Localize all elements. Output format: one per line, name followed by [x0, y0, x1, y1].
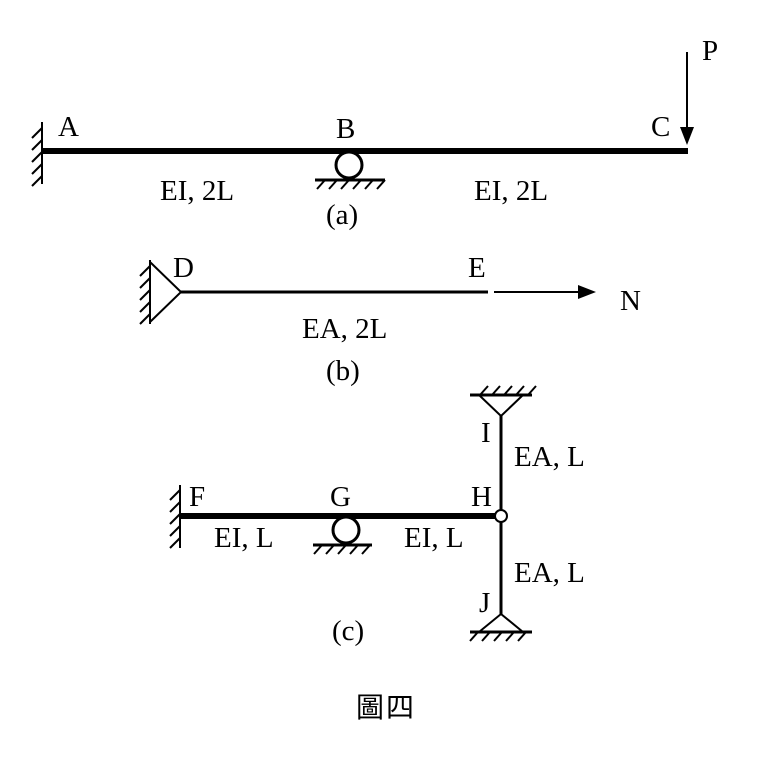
pin-support-icon-j [469, 612, 532, 642]
figure-title: 圖四 [356, 691, 416, 724]
fixed-support-icon-f [169, 485, 181, 549]
hinge-icon-h [494, 509, 508, 523]
node-label-i: I [481, 417, 491, 449]
node-label-a: A [58, 111, 79, 143]
segment-label-fg: EI, L [214, 522, 274, 554]
segment-label-bc: EI, 2L [474, 175, 548, 207]
pin-support-icon-d [139, 260, 183, 325]
caption-b: (b) [326, 355, 360, 387]
pin-support-icon-i [470, 385, 537, 418]
caption-a: (a) [326, 199, 358, 231]
roller-support-icon-g [313, 515, 372, 555]
segment-label-ab: EI, 2L [160, 175, 234, 207]
node-label-g: G [330, 481, 351, 513]
roller-support-icon-b [315, 150, 386, 190]
segment-label-gh: EI, L [404, 522, 464, 554]
segment-label-hj: EA, L [514, 557, 585, 589]
node-label-f: F [189, 481, 205, 513]
node-label-d: D [173, 252, 194, 284]
diagram-c: F G H I J EI, L EI, L EA, L EA, L (c) [169, 385, 585, 647]
segment-label-de: EA, 2L [302, 313, 387, 345]
diagram-a: A B C P EI, 2L EI, 2L (a) [31, 35, 718, 231]
node-label-e: E [468, 252, 486, 284]
node-label-c: C [651, 111, 670, 143]
node-label-b: B [336, 113, 355, 145]
caption-c: (c) [332, 615, 364, 647]
load-label-p: P [702, 35, 718, 67]
force-arrow-icon-n [494, 285, 596, 299]
node-label-h: H [471, 481, 492, 513]
node-label-j: J [479, 587, 490, 619]
diagram-b: D E N EA, 2L (b) [139, 252, 641, 387]
load-arrow-icon-p [680, 52, 694, 145]
force-label-n: N [620, 285, 641, 317]
fixed-support-icon-a [31, 122, 43, 187]
segment-label-ih: EA, L [514, 441, 585, 473]
